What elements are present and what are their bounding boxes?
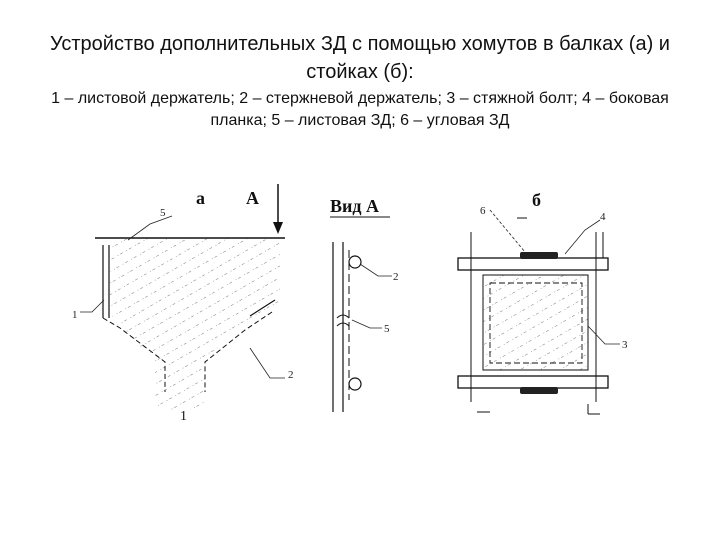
view-a-beam: а А 5 1 2 1 [72, 184, 294, 424]
arrow-a-head [273, 222, 283, 234]
top-side-plate [457, 257, 609, 271]
rod-hook-bottom [348, 377, 362, 391]
top-bolt-nut [520, 252, 558, 259]
leader-b-4 [564, 219, 601, 255]
callout-a-5: 5 [160, 207, 166, 219]
callout-vid-2: 2 [393, 271, 399, 283]
bottom-side-plate [457, 375, 609, 389]
leader-a-2 [249, 347, 285, 379]
view-b-column: б 6 4 3 [457, 190, 628, 415]
callout-b-4: 4 [600, 211, 606, 223]
leader-a-5 [127, 215, 173, 241]
slide-caption: 1 – листовой держатель; 2 – стержневой д… [51, 90, 669, 129]
column-inner-dashed [489, 282, 583, 364]
callout-vid-5: 5 [384, 323, 390, 335]
leader-b-6 [489, 209, 526, 253]
left-bracket-dashed [102, 317, 166, 392]
leader-b-3 [587, 325, 620, 345]
break-mark [336, 314, 350, 327]
bottom-bolt-nut [520, 387, 558, 394]
callout-a-1: 1 [72, 309, 78, 321]
rod-hook-top [348, 255, 362, 269]
view-a-label: а [196, 188, 205, 208]
rod-holder-dashed [204, 311, 273, 392]
callout-a-2: 2 [288, 369, 294, 381]
callout-b-6: 6 [480, 205, 486, 217]
leader-vid-2 [359, 263, 392, 277]
beam-section [110, 238, 280, 410]
callout-a-1-bottom: 1 [180, 409, 187, 424]
slide-title: Устройство дополнительных ЗД с помощью х… [50, 33, 670, 83]
rod-holder-solid [249, 299, 276, 317]
view-A-section: Вид А 2 5 [330, 196, 399, 412]
callout-b-3: 3 [622, 339, 628, 351]
view-b-label: б [532, 190, 541, 210]
arrow-a-label: А [246, 188, 259, 208]
leader-a-1 [80, 299, 105, 313]
view-A-title: Вид А [330, 196, 379, 216]
column-body [482, 274, 589, 371]
leader-vid-5 [351, 319, 382, 329]
